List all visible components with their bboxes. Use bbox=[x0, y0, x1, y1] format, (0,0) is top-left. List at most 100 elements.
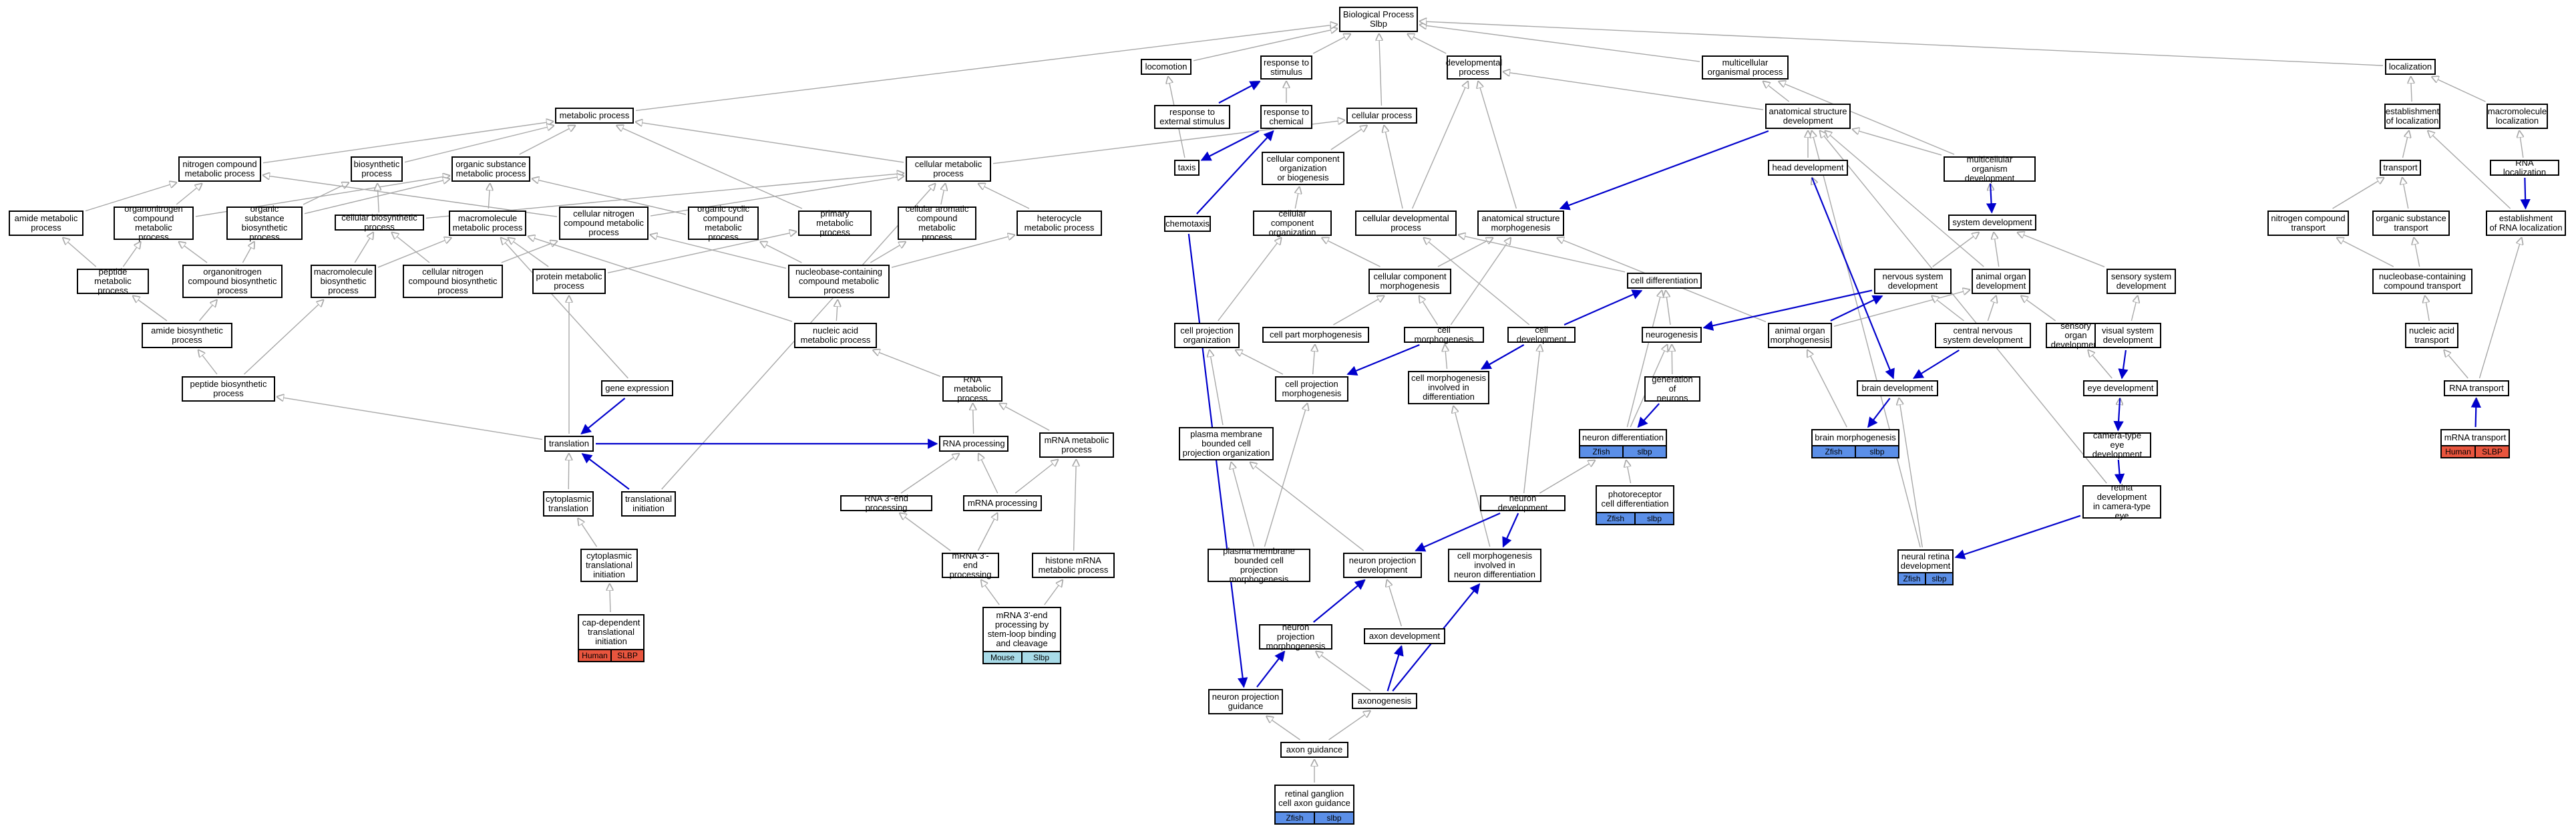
go-term-cellcomporg[interactable]: cellular component organization or bioge… bbox=[1262, 152, 1344, 185]
go-term-macloc[interactable]: macromolecule localization bbox=[2487, 104, 2548, 129]
go-term-mrnaproc[interactable]: mRNA processing bbox=[963, 495, 1042, 511]
go-term-multorg[interactable]: multicellular organismal process bbox=[1702, 55, 1789, 80]
go-term-mrnamet[interactable]: mRNA metabolic process bbox=[1039, 432, 1114, 458]
go-term-axonguid[interactable]: axon guidance bbox=[1280, 742, 1348, 758]
go-term-sysdev[interactable]: system development bbox=[1948, 215, 2036, 231]
go-term-cellbio[interactable]: cellular biosynthetic process bbox=[335, 213, 424, 232]
go-term-estloc[interactable]: establishment of localization bbox=[2384, 104, 2440, 129]
go-term-cyttransinit[interactable]: cytoplasmic translational initiation bbox=[580, 549, 638, 582]
go-term-cnsdev[interactable]: central nervous system development bbox=[1935, 323, 2031, 348]
go-term-orgsubbio[interactable]: organic substance biosynthetic process bbox=[226, 204, 303, 242]
go-term-anatmorph[interactable]: anatomical structure morphogenesis bbox=[1477, 211, 1564, 236]
go-term-devproc[interactable]: developmental process bbox=[1446, 55, 1502, 80]
go-term-macbio[interactable]: macromolecule biosynthetic process bbox=[311, 265, 376, 298]
go-term-neurprojmorph[interactable]: neuron projection morphogenesis bbox=[1259, 623, 1332, 651]
go-term-cellarom[interactable]: cellular aromatic compound metabolic pro… bbox=[898, 204, 976, 242]
go-term-orgnitbio[interactable]: organonitrogen compound biosynthetic pro… bbox=[182, 265, 283, 298]
go-term-metproc[interactable]: metabolic process bbox=[555, 108, 634, 124]
go-term-estrna[interactable]: establishment of RNA localization bbox=[2486, 211, 2566, 236]
go-term-taxis[interactable]: taxis bbox=[1174, 160, 1200, 176]
go-term-nucleotr[interactable]: nucleobase-containing compound transport bbox=[2372, 269, 2472, 294]
go-term-primmet[interactable]: primary metabolic process bbox=[798, 209, 872, 237]
go-term-orgcyc[interactable]: organic cyclic compound metabolic proces… bbox=[688, 204, 759, 242]
go-term-orgsub[interactable]: organic substance metabolic process bbox=[451, 156, 530, 182]
go-term-response[interactable]: response to stimulus bbox=[1260, 55, 1312, 80]
go-term-neurogenesis[interactable]: neurogenesis bbox=[1642, 327, 1702, 343]
go-term-cellnitbio[interactable]: cellular nitrogen compound biosynthetic … bbox=[403, 265, 503, 298]
go-term-cellprojorg[interactable]: cell projection organization bbox=[1174, 323, 1240, 348]
go-term-celldevproc[interactable]: cellular developmental process bbox=[1355, 211, 1457, 236]
go-term-cellpartmorph[interactable]: cell part morphogenesis bbox=[1262, 327, 1369, 343]
go-term-sensorgdev[interactable]: sensory organ development bbox=[2046, 321, 2106, 350]
go-term-bp[interactable]: Biological Process Slbp bbox=[1339, 7, 1418, 32]
go-term-localization[interactable]: localization bbox=[2385, 59, 2436, 75]
go-term-locomotion[interactable]: locomotion bbox=[1141, 59, 1191, 75]
go-term-camera[interactable]: camera-type eye development bbox=[2083, 431, 2151, 459]
go-term-pepbio[interactable]: peptide biosynthetic process bbox=[182, 376, 275, 402]
go-term-rnatr[interactable]: RNA transport bbox=[2444, 380, 2509, 396]
go-term-eyedev[interactable]: eye development bbox=[2083, 380, 2158, 396]
go-term-nucleo[interactable]: nucleobase-containing compound metabolic… bbox=[788, 265, 890, 298]
go-term-neurondev[interactable]: neuron development bbox=[1480, 494, 1566, 513]
go-term-nucacidtr[interactable]: nucleic acid transport bbox=[2405, 323, 2458, 348]
go-term-orgnitmet[interactable]: organonitrogen compound metabolic proces… bbox=[114, 204, 194, 242]
go-term-rnaloc[interactable]: RNA localization bbox=[2490, 158, 2559, 177]
go-term-nucacidmet[interactable]: nucleic acid metabolic process bbox=[794, 323, 877, 348]
go-term-rnamet[interactable]: RNA metabolic process bbox=[942, 375, 1002, 403]
go-term-cellprojmorph[interactable]: cell projection morphogenesis bbox=[1275, 376, 1348, 402]
go-term-transinit[interactable]: translational initiation bbox=[621, 491, 676, 517]
go-term-genneur[interactable]: generation of neurons bbox=[1644, 375, 1700, 403]
go-term-neurprojguid[interactable]: neuron projection guidance bbox=[1208, 689, 1283, 714]
go-term-celldiff[interactable]: cell differentiation bbox=[1627, 273, 1702, 289]
go-term-geneexp[interactable]: gene expression bbox=[601, 380, 673, 396]
go-term-transport[interactable]: transport bbox=[2380, 160, 2421, 176]
go-term-translation[interactable]: translation bbox=[544, 436, 594, 452]
go-term-cellcompmorph[interactable]: cellular component morphogenesis bbox=[1368, 269, 1451, 294]
go-term-mrna3stem[interactable]: mRNA 3'-end processing by stem-loop bind… bbox=[982, 607, 1061, 664]
go-term-animorgdev[interactable]: animal organ development bbox=[1972, 269, 2030, 294]
go-term-headdev[interactable]: head development bbox=[1768, 160, 1848, 176]
go-term-sensdev[interactable]: sensory system development bbox=[2106, 269, 2176, 294]
go-term-plasmorg[interactable]: plasma membrane bounded cell projection … bbox=[1179, 427, 1274, 460]
go-term-respext[interactable]: response to external stimulus bbox=[1154, 105, 1230, 129]
go-term-cellmorphneur[interactable]: cell morphogenesis involved in neuron di… bbox=[1448, 549, 1541, 582]
go-term-cellmorphdiff[interactable]: cell morphogenesis involved in different… bbox=[1408, 371, 1489, 404]
go-term-animorgmorph[interactable]: animal organ morphogenesis bbox=[1768, 323, 1832, 348]
go-term-nitcomptr[interactable]: nitrogen compound transport bbox=[2267, 211, 2349, 236]
go-term-retinadev[interactable]: retina development in camera-type eye bbox=[2082, 483, 2161, 521]
go-term-cellnit[interactable]: cellular nitrogen compound metabolic pro… bbox=[559, 206, 649, 240]
go-term-rnaproc[interactable]: RNA processing bbox=[939, 436, 1008, 452]
go-term-histone[interactable]: histone mRNA metabolic process bbox=[1032, 553, 1115, 578]
go-term-macmet[interactable]: macromolecule metabolic process bbox=[449, 211, 526, 236]
go-term-anatdev[interactable]: anatomical structure development bbox=[1765, 104, 1851, 129]
go-term-multdev[interactable]: multicellular organism development bbox=[1944, 155, 2036, 183]
go-term-orgsubtr[interactable]: organic substance transport bbox=[2372, 211, 2450, 236]
go-term-cyttrans[interactable]: cytoplasmic translation bbox=[543, 491, 594, 517]
go-term-mrna3[interactable]: mRNA 3'-end processing bbox=[942, 551, 999, 579]
go-term-respchem[interactable]: response to chemical bbox=[1260, 105, 1312, 129]
go-term-cellmet[interactable]: cellular metabolic process bbox=[906, 156, 991, 182]
go-term-amidebio[interactable]: amide biosynthetic process bbox=[142, 323, 232, 348]
go-term-nsdev[interactable]: nervous system development bbox=[1874, 269, 1952, 294]
go-term-cellmorph[interactable]: cell morphogenesis bbox=[1404, 325, 1484, 344]
go-term-nitcomp[interactable]: nitrogen compound metabolic process bbox=[178, 156, 261, 182]
go-term-celldev[interactable]: cell development bbox=[1507, 325, 1576, 344]
go-term-hetero[interactable]: heterocycle metabolic process bbox=[1017, 211, 1102, 236]
go-term-axondev[interactable]: axon development bbox=[1364, 628, 1445, 644]
go-term-pepmet[interactable]: peptide metabolic process bbox=[77, 267, 149, 295]
go-term-plasmmorph[interactable]: plasma membrane bounded cell projection … bbox=[1208, 547, 1310, 584]
go-term-axonogenesis[interactable]: axonogenesis bbox=[1352, 693, 1417, 709]
go-term-biosyn[interactable]: biosynthetic process bbox=[351, 156, 403, 182]
go-term-amidemet[interactable]: amide metabolic process bbox=[9, 211, 83, 236]
go-term-neurprojdev[interactable]: neuron projection development bbox=[1343, 553, 1422, 578]
go-term-protmet[interactable]: protein metabolic process bbox=[532, 269, 606, 294]
go-term-chemotaxis[interactable]: chemotaxis bbox=[1164, 216, 1211, 232]
go-term-cellproc[interactable]: cellular process bbox=[1346, 108, 1417, 124]
go-term-cellcomp[interactable]: cellular component organization bbox=[1253, 209, 1332, 237]
